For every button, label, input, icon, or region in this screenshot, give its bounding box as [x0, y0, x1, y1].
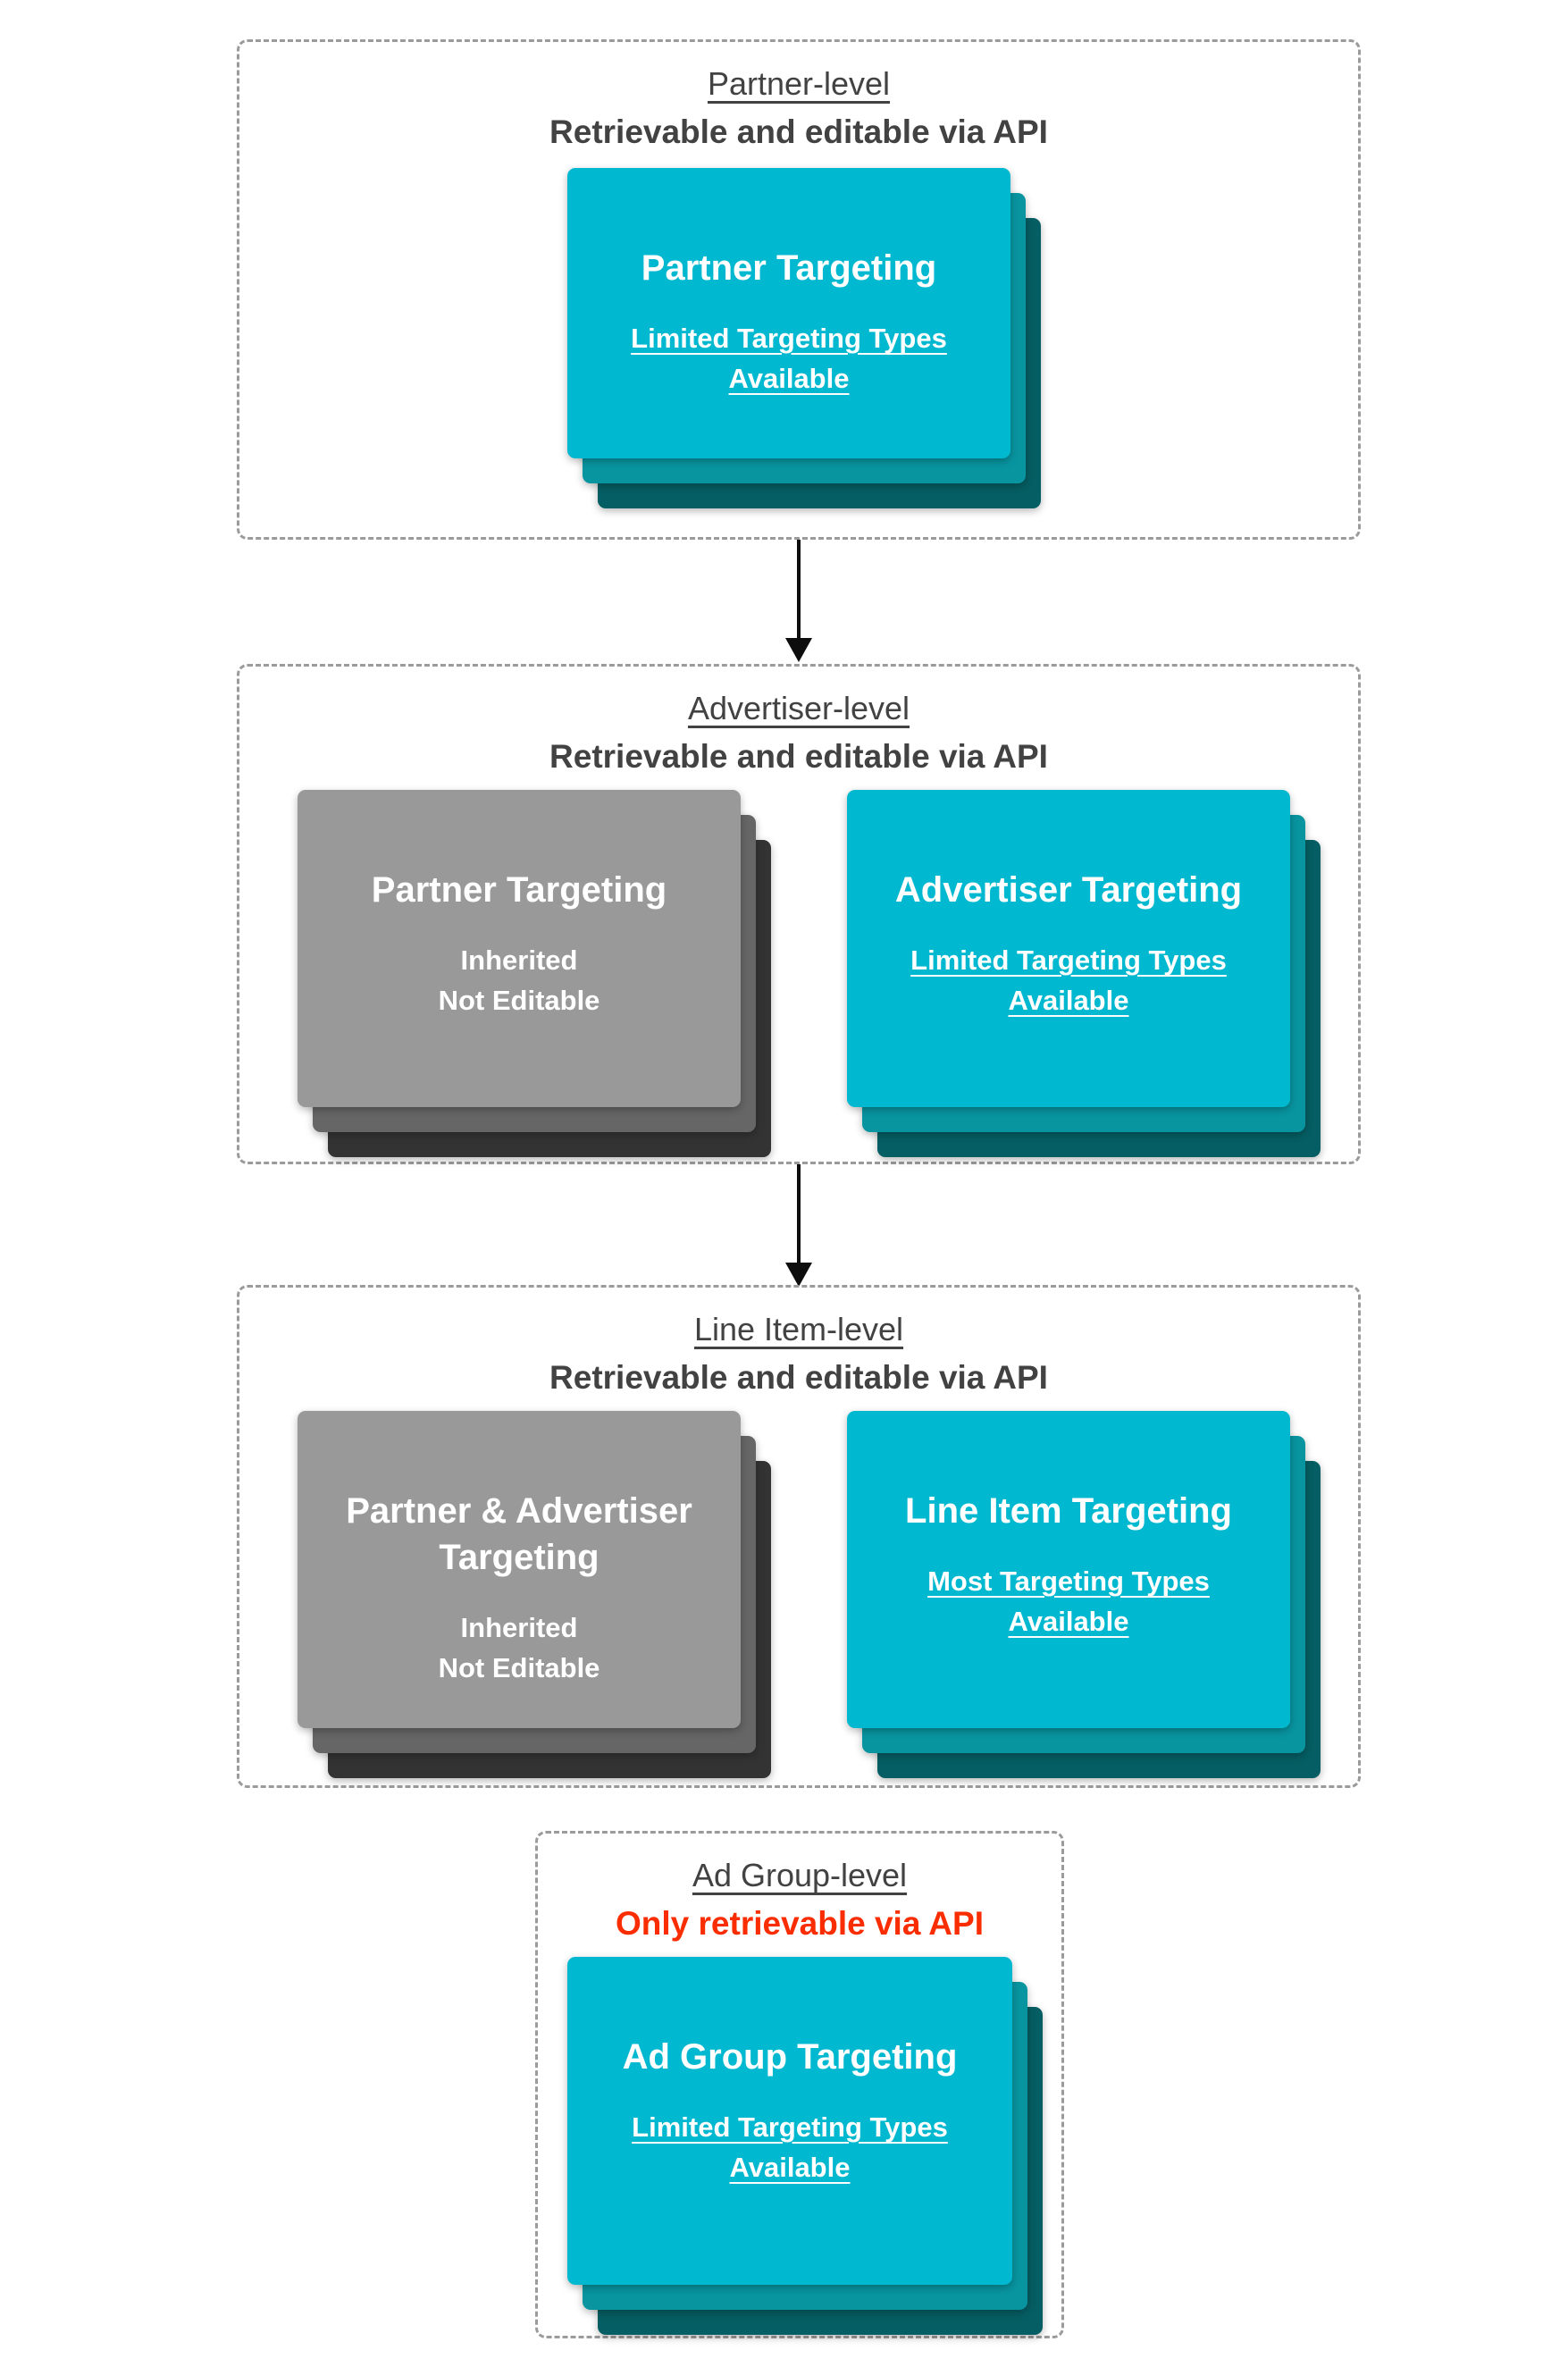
card-layer-front: Partner & Advertiser Targeting Inherited… — [298, 1411, 741, 1728]
panel-partner-header: Partner-level Retrievable and editable v… — [239, 42, 1358, 153]
card-note-line-2: Not Editable — [438, 985, 600, 1016]
panel-advertiser-header: Advertiser-level Retrievable and editabl… — [239, 667, 1358, 777]
card-layer-front: Advertiser Targeting Limited Targeting T… — [847, 790, 1290, 1107]
panel-partner-level: Partner-level Retrievable and editable v… — [237, 39, 1361, 540]
arrow-partner-to-advertiser — [785, 540, 812, 662]
card-note-line-2: Available — [1008, 985, 1129, 1016]
card-title: Partner Targeting — [641, 248, 937, 288]
card-note-line-1: Inherited — [460, 944, 578, 976]
section-title-line-item-level: Line Item-level — [239, 1309, 1358, 1350]
arrow-down-icon — [785, 1263, 812, 1287]
section-title-text: Advertiser-level — [687, 690, 910, 726]
section-title-text: Partner-level — [707, 65, 891, 102]
card-note-line-1: Inherited — [460, 1612, 578, 1643]
card-note-line-2: Not Editable — [438, 1652, 600, 1683]
section-subtitle-line-item-level: Retrievable and editable via API — [549, 1359, 1048, 1396]
arrow-advertiser-to-line-item — [785, 1164, 812, 1287]
section-title-advertiser-level: Advertiser-level — [239, 688, 1358, 729]
section-title-text: Ad Group-level — [692, 1857, 908, 1893]
card-note: Inherited Not Editable — [439, 940, 600, 1020]
card-note: Inherited Not Editable — [439, 1607, 600, 1688]
arrow-down-icon — [785, 638, 812, 662]
panel-ad-group-level: Ad Group-level Only retrievable via API … — [535, 1831, 1064, 2338]
arrow-line — [797, 1164, 801, 1263]
panel-ad-group-header: Ad Group-level Only retrievable via API — [538, 1834, 1061, 1944]
card-note: Limited Targeting Types Available — [910, 940, 1227, 1020]
card-note: Most Targeting Types Available — [927, 1561, 1210, 1641]
panel-advertiser-level: Advertiser-level Retrievable and editabl… — [237, 664, 1361, 1164]
card-title: Advertiser Targeting — [894, 870, 1243, 910]
card-note-line-1: Most Targeting Types — [927, 1565, 1210, 1597]
card-title: Partner & Advertiser Targeting — [346, 1491, 692, 1577]
section-title-ad-group-level: Ad Group-level — [538, 1855, 1061, 1896]
card-note: Limited Targeting Types Available — [631, 318, 947, 399]
card-note: Limited Targeting Types Available — [632, 2107, 948, 2187]
arrow-line — [797, 540, 801, 638]
card-stack-line-item-targeting: Line Item Targeting Most Targeting Types… — [847, 1411, 1321, 1778]
card-note-line-1: Limited Targeting Types — [631, 323, 947, 354]
card-note-line-2: Available — [729, 2152, 851, 2183]
card-title: Ad Group Targeting — [622, 2037, 958, 2077]
card-stack-ad-group-targeting: Ad Group Targeting Limited Targeting Typ… — [567, 1957, 1043, 2335]
card-title: Line Item Targeting — [905, 1491, 1232, 1531]
card-note-line-2: Available — [1008, 1606, 1129, 1637]
card-stack-partner-targeting: Partner Targeting Limited Targeting Type… — [567, 168, 1041, 508]
card-layer-front: Line Item Targeting Most Targeting Types… — [847, 1411, 1290, 1728]
section-title-text: Line Item-level — [693, 1311, 904, 1347]
card-note-line-1: Limited Targeting Types — [632, 2111, 948, 2143]
section-subtitle-ad-group-level: Only retrievable via API — [616, 1905, 984, 1942]
card-note-line-1: Limited Targeting Types — [910, 944, 1227, 976]
card-stack-inherited-partner-targeting: Partner Targeting Inherited Not Editable — [298, 790, 771, 1157]
card-layer-front: Partner Targeting Limited Targeting Type… — [567, 168, 1010, 458]
card-stack-inherited-partner-advertiser-targeting: Partner & Advertiser Targeting Inherited… — [298, 1411, 771, 1778]
panel-line-item-level: Line Item-level Retrievable and editable… — [237, 1285, 1361, 1788]
section-subtitle-partner-level: Retrievable and editable via API — [549, 113, 1048, 150]
card-stack-advertiser-targeting: Advertiser Targeting Limited Targeting T… — [847, 790, 1321, 1157]
card-layer-front: Partner Targeting Inherited Not Editable — [298, 790, 741, 1107]
card-layer-front: Ad Group Targeting Limited Targeting Typ… — [567, 1957, 1012, 2285]
section-subtitle-advertiser-level: Retrievable and editable via API — [549, 738, 1048, 775]
panel-line-item-header: Line Item-level Retrievable and editable… — [239, 1288, 1358, 1398]
section-title-partner-level: Partner-level — [239, 63, 1358, 105]
card-title: Partner Targeting — [371, 870, 667, 910]
card-note-line-2: Available — [728, 363, 850, 394]
